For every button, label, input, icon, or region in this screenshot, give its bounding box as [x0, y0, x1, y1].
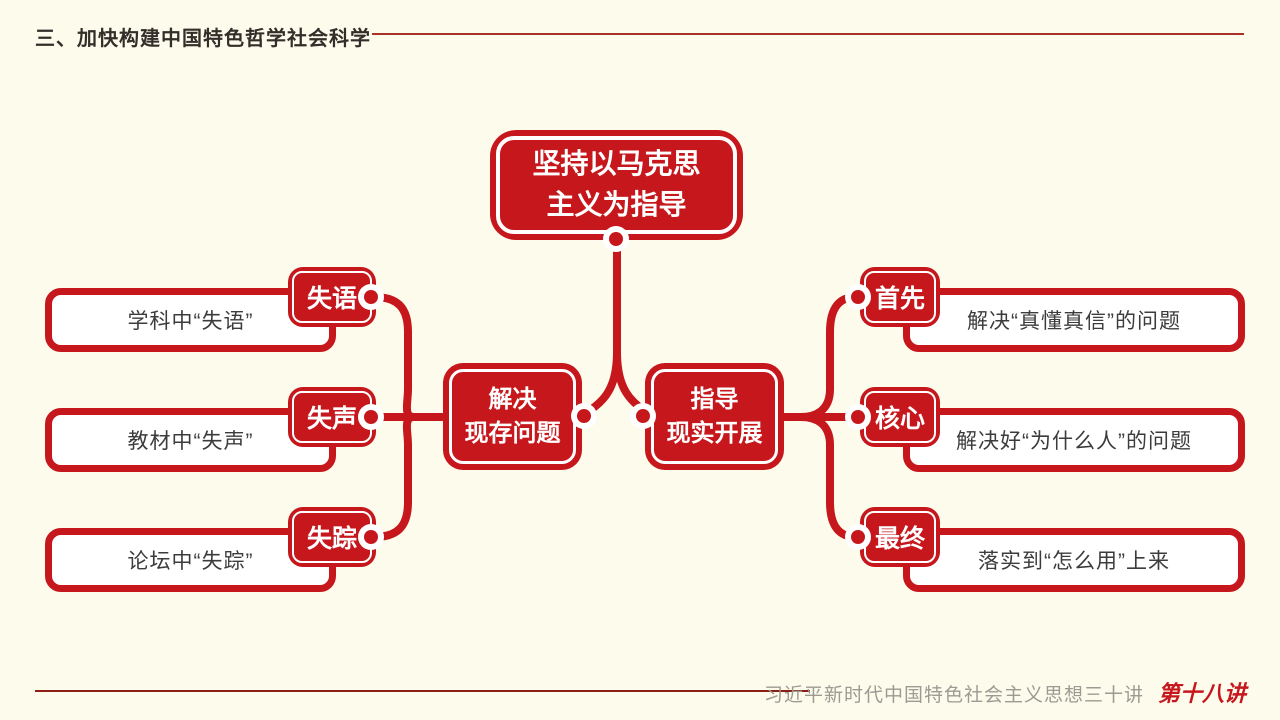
- hub-right-label-line2: 现实开展: [666, 419, 763, 447]
- left-item-label-2: 教材中“失声”: [127, 430, 254, 453]
- hub-left-label-line2: 现存问题: [464, 419, 561, 447]
- left-item-tag-3: 失踪: [288, 507, 376, 567]
- connector-node-group: [358, 226, 871, 550]
- page-title: 三、加快构建中国特色哲学社会科学: [35, 28, 371, 50]
- left-item-label-1: 学科中“失语”: [127, 310, 254, 333]
- right-item-box-2: 解决好“为什么人”的问题: [903, 408, 1245, 472]
- right-item-tag-3: 最终: [860, 507, 940, 567]
- connector-left-upper: [370, 293, 418, 421]
- right-item-tag-label-2: 核心: [874, 405, 925, 433]
- connector-right-upper: [797, 293, 860, 421]
- left-item-label-3: 论坛中“失踪”: [127, 550, 254, 573]
- hub-left-label-line1: 解决: [488, 385, 537, 413]
- footer: 习近平新时代中国特色社会主义思想三十讲 第十八讲: [764, 676, 1246, 708]
- connector-right-lower: [797, 413, 860, 541]
- left-item-box-3: 论坛中“失踪”: [45, 528, 336, 592]
- left-item-tag-label-3: 失踪: [306, 525, 357, 553]
- connector-root-to-hub-left: [584, 348, 621, 416]
- left-item-tag-label-2: 失声: [306, 405, 357, 433]
- left-item-tag-label-1: 失语: [306, 285, 357, 313]
- hub-right-label-line1: 指导: [690, 385, 739, 413]
- right-item-label-2: 解决好“为什么人”的问题: [956, 430, 1192, 453]
- right-item-box-1: 解决“真懂真信”的问题: [903, 288, 1245, 352]
- right-item-box-3: 落实到“怎么用”上来: [903, 528, 1245, 592]
- connector-root-to-hub-right: [613, 348, 650, 416]
- left-item-box-2: 教材中“失声”: [45, 408, 336, 472]
- root-node-label-line1: 坚持以马克思: [532, 148, 701, 180]
- footer-divider-line: [35, 690, 810, 692]
- header-divider-line: [372, 33, 1244, 35]
- footer-series-title: 习近平新时代中国特色社会主义思想三十讲: [763, 685, 1144, 706]
- hub-solve-problems: 解决 现存问题: [443, 363, 582, 470]
- right-item-tag-label-1: 首先: [874, 285, 925, 313]
- hub-guide-practice: 指导 现实开展: [645, 363, 784, 470]
- right-item-label-3: 落实到“怎么用”上来: [978, 550, 1170, 573]
- right-item-label-1: 解决“真懂真信”的问题: [967, 310, 1181, 333]
- right-item-tag-2: 核心: [860, 387, 940, 447]
- left-item-box-1: 学科中“失语”: [45, 288, 336, 352]
- left-item-tag-1: 失语: [288, 267, 376, 327]
- connector-left-lower: [370, 413, 418, 541]
- right-item-tag-1: 首先: [860, 267, 940, 327]
- root-node: 坚持以马克思 主义为指导: [490, 130, 743, 240]
- right-item-tag-label-3: 最终: [874, 525, 925, 553]
- left-item-tag-2: 失声: [288, 387, 376, 447]
- root-node-label-line2: 主义为指导: [546, 189, 687, 220]
- footer-episode-number: 第十八讲: [1157, 681, 1246, 707]
